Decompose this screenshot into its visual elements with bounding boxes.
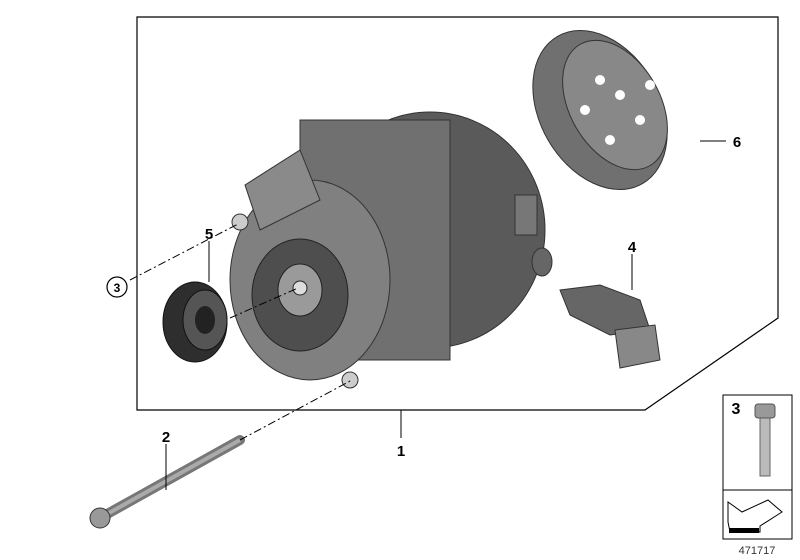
pulley-part[interactable] <box>162 281 228 363</box>
screw-legend-box: 3 471717 <box>722 394 793 557</box>
callout-2: 2 <box>162 429 170 446</box>
callout-1: 1 <box>397 443 405 460</box>
arrow-icon <box>727 499 783 533</box>
callout-4: 4 <box>628 239 637 256</box>
callout-3-circle <box>106 276 128 298</box>
diagram-id: 471717 <box>739 545 776 557</box>
leader-lines <box>129 140 726 490</box>
regulator-part[interactable] <box>559 284 661 369</box>
callout-6: 6 <box>733 134 741 151</box>
callout-3: 3 <box>114 281 121 295</box>
alternator-part[interactable] <box>229 111 553 389</box>
assembly-frame <box>136 16 779 411</box>
bolt-part[interactable] <box>89 435 245 529</box>
callout-5: 5 <box>205 226 213 243</box>
cover-cap-part[interactable] <box>506 6 695 213</box>
legend-part-number: 3 <box>732 401 741 418</box>
